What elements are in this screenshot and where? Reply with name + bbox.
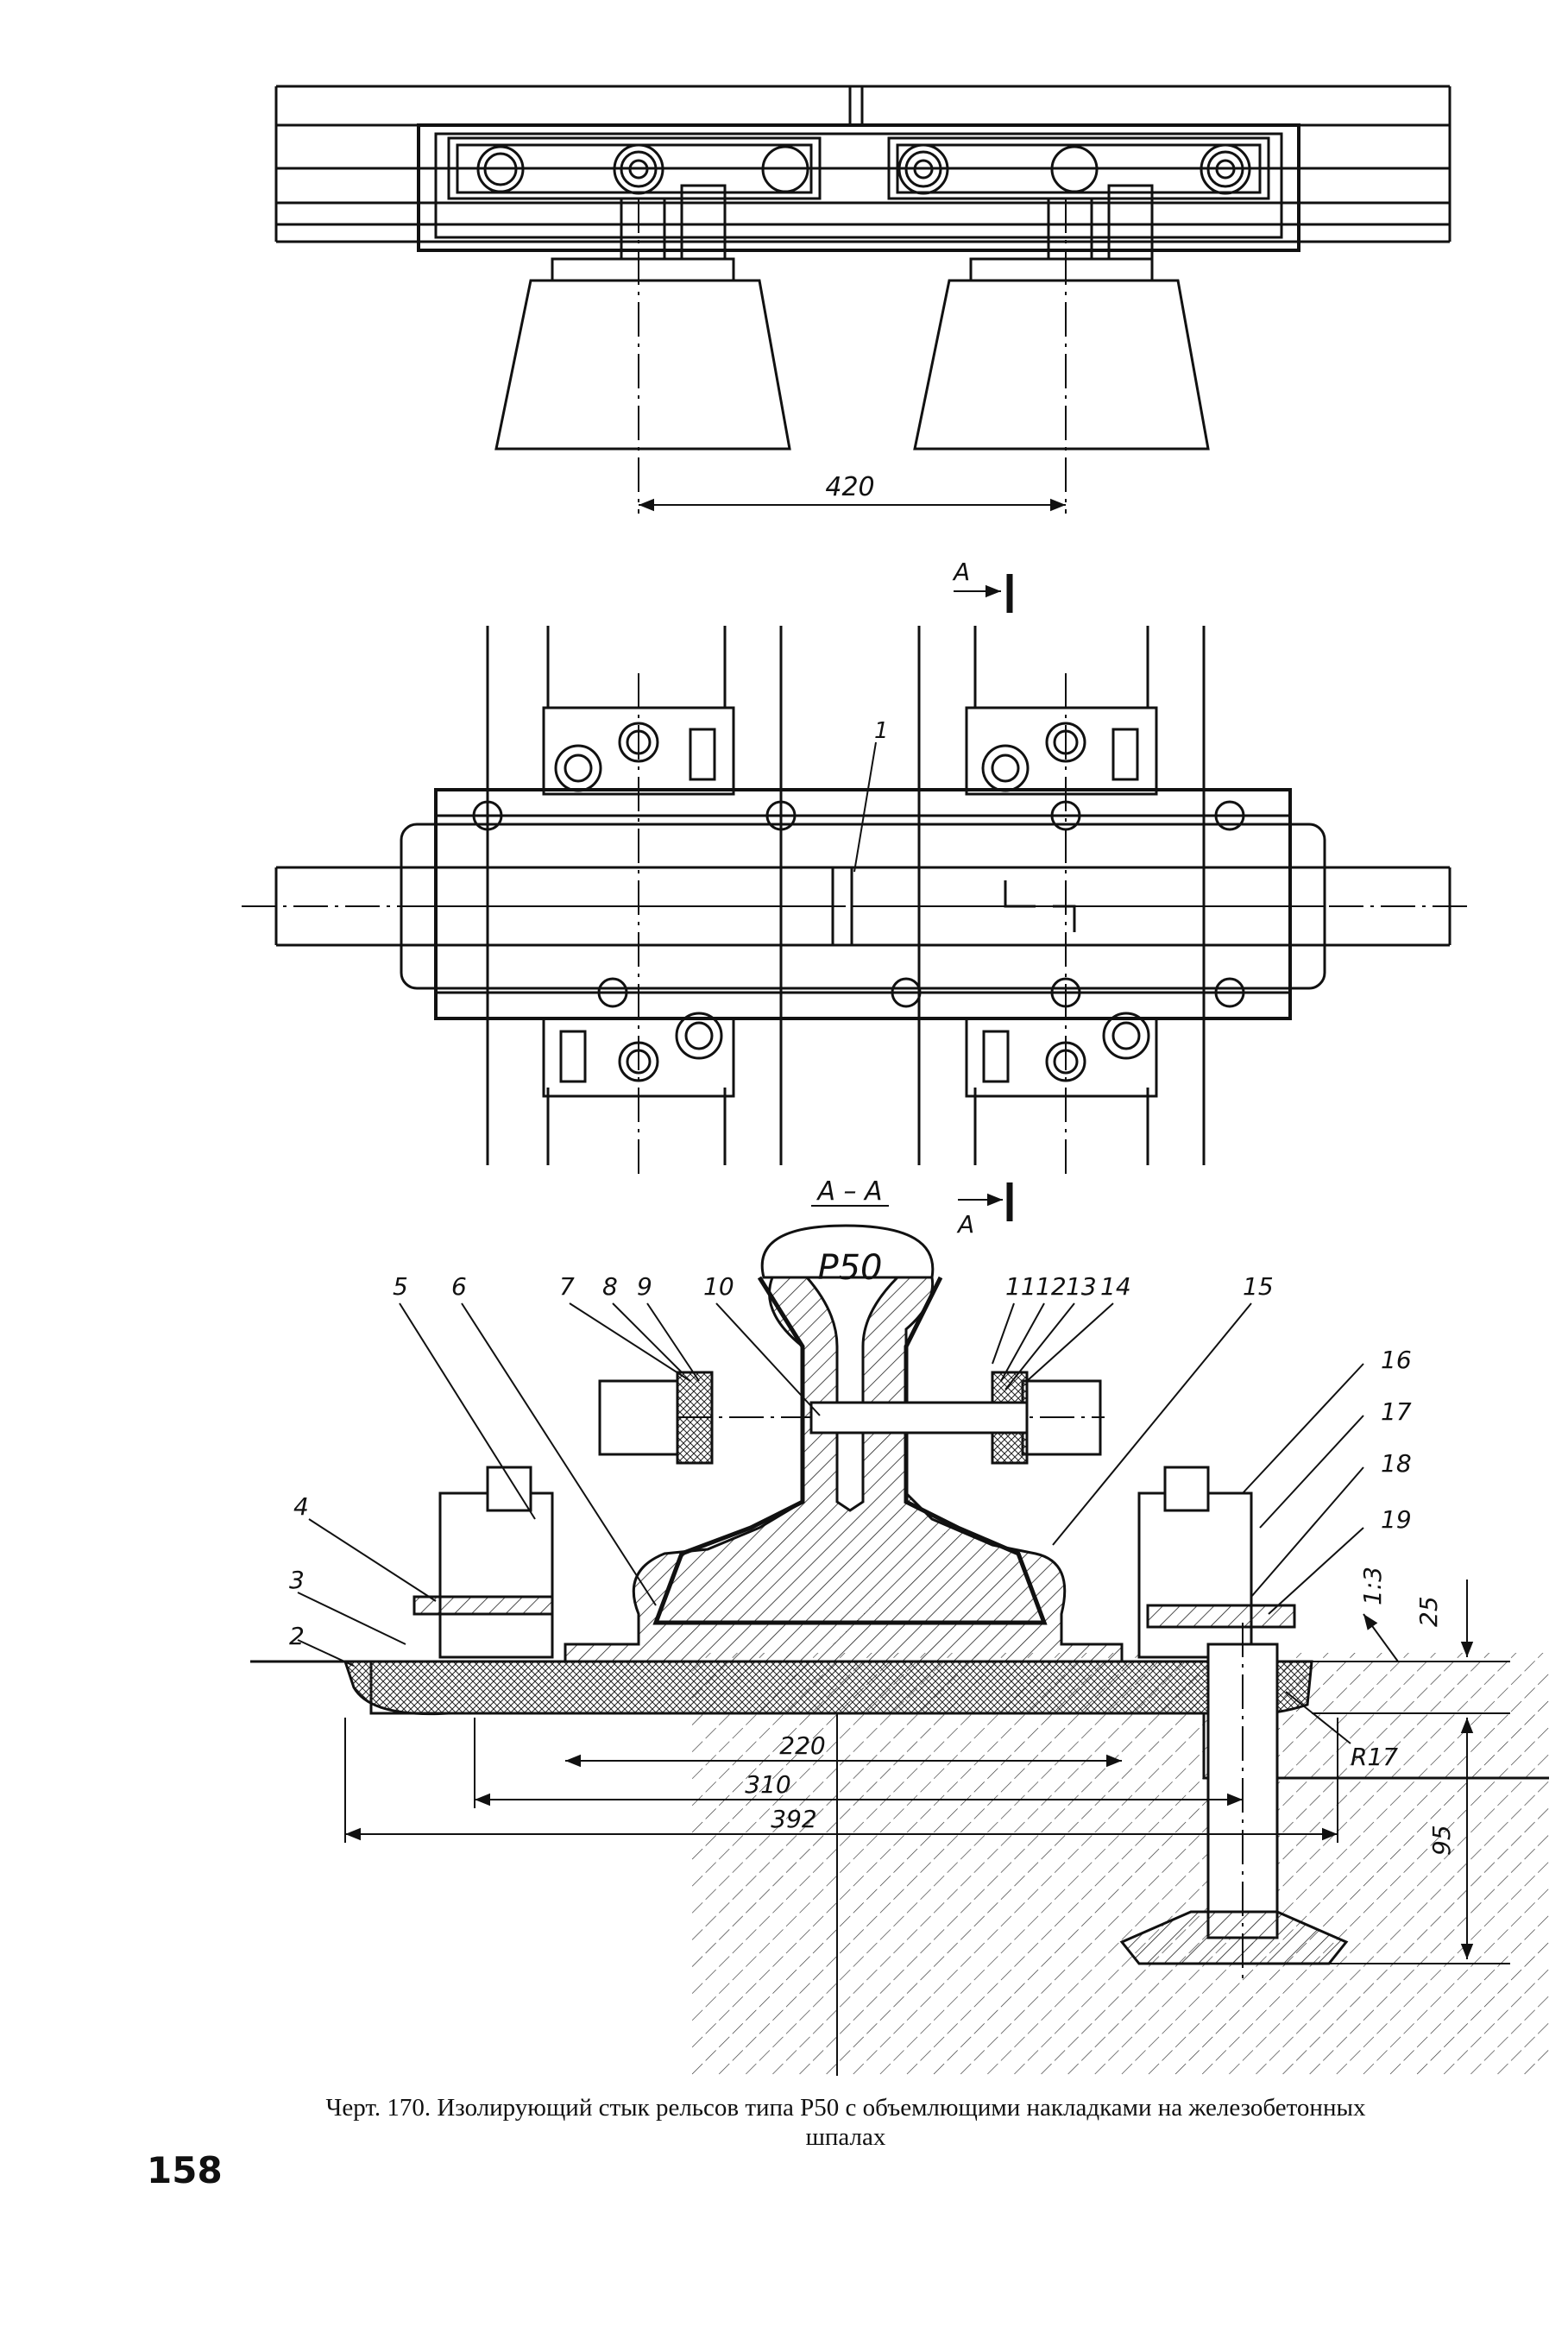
callout-19: 19 [1381,1505,1412,1534]
section-title: А – А [815,1176,882,1207]
bolt-group [472,722,1245,1082]
callout-2: 2 [289,1622,305,1650]
callout-8: 8 [602,1272,618,1301]
dimension-392: 392 [771,1805,816,1833]
callout-6: 6 [451,1272,467,1301]
figure-caption: Черт. 170. Изолирующий стык рельсов типа… [198,2093,1493,2152]
caption-line-2: шпалах [805,2123,886,2151]
callout-12: 12 [1036,1272,1067,1301]
callout-labels: 2 3 4 5 6 7 8 9 10 11 12 13 14 15 16 17 … [289,1272,1412,1650]
callout-4: 4 [293,1492,309,1521]
page-number: 158 [147,2149,223,2191]
dimension-310: 310 [745,1770,790,1799]
radius-label: R17 [1351,1743,1398,1771]
caption-line-1: Черт. 170. Изолирующий стык рельсов типа… [325,2094,1366,2122]
callout-17: 17 [1381,1397,1412,1426]
rail-type: Р50 [817,1248,882,1288]
callout-7: 7 [559,1272,575,1301]
callout-11: 11 [1005,1272,1036,1301]
callout-3: 3 [289,1566,305,1594]
section-mark-bottom: А [956,1210,974,1239]
dimension-420: 420 [825,472,874,502]
callout-5: 5 [393,1272,408,1301]
callout-10: 10 [703,1272,734,1301]
dimension-25: 25 [1414,1596,1443,1627]
callout-14: 14 [1100,1272,1131,1301]
dimension-220: 220 [779,1731,825,1760]
callout-16: 16 [1381,1346,1412,1374]
callout-1: 1 [874,718,889,744]
plan-view [242,574,1467,1221]
dimension-95: 95 [1427,1825,1456,1856]
callout-18: 18 [1381,1449,1412,1478]
slope-label: 1:3 [1358,1567,1387,1605]
section-mark-top: А [952,558,970,586]
top-view [274,85,1452,514]
callout-9: 9 [637,1272,652,1301]
callout-15: 15 [1243,1272,1274,1301]
dimension-labels: 220 310 392 25 95 R17 1:3 [745,1567,1456,1856]
section-view [250,1224,1549,2076]
bolt-group [476,143,1251,195]
callout-13: 13 [1066,1272,1097,1301]
